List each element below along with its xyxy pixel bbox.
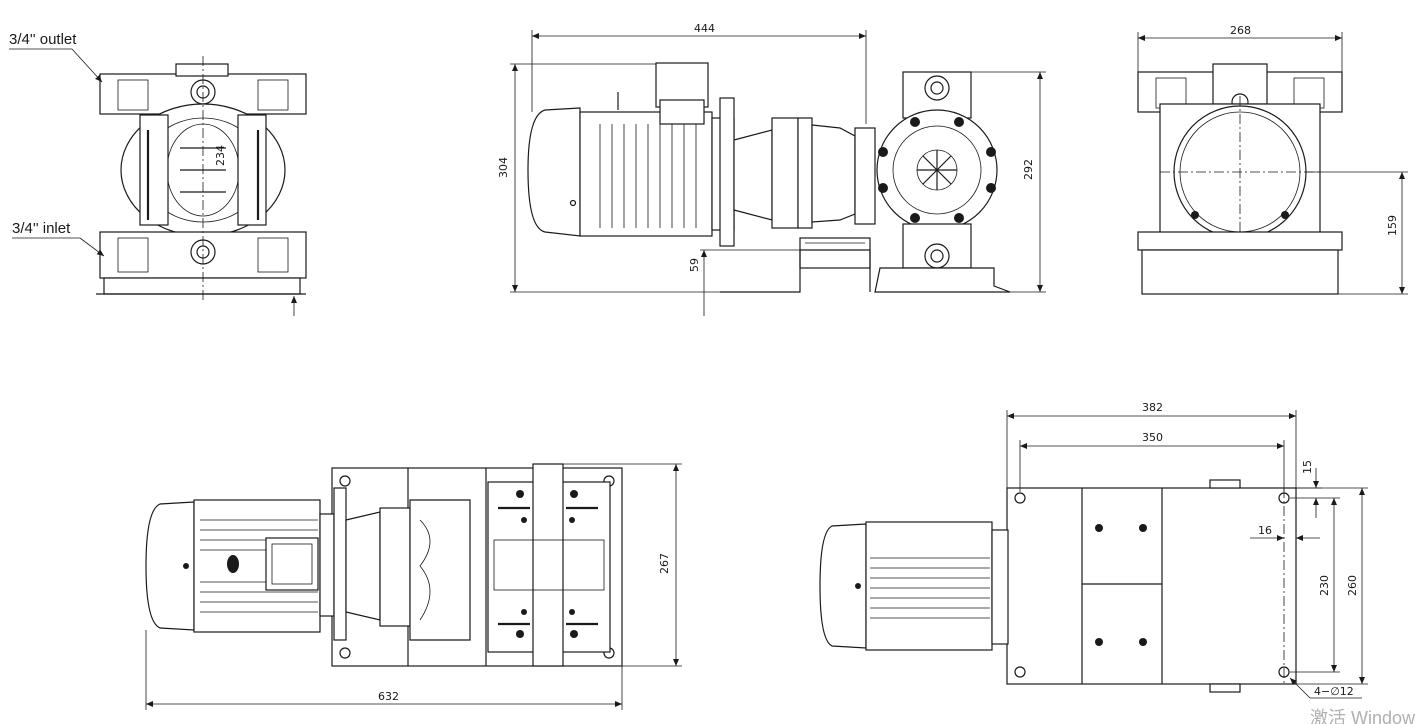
end-view: 268 159	[1137, 24, 1408, 295]
base-edge-offset-dim: 15	[1301, 460, 1314, 474]
side-view: 444 304 292 59	[497, 22, 1046, 316]
top-length-dim: 632	[378, 690, 399, 703]
mounting-holes-dim: 4−∅12	[1314, 685, 1354, 698]
base-view: 382 350 15 16 230 260 4−∅12	[819, 401, 1368, 699]
front-small-dim: 234	[214, 145, 227, 166]
front-view: 234 3/4'' outlet 3/4'' inlet	[9, 31, 307, 316]
side-base-dim: 59	[688, 258, 701, 272]
inlet-label: 3/4'' inlet	[12, 220, 71, 237]
end-width-dim: 268	[1230, 24, 1251, 37]
top-view: 632 267	[145, 463, 682, 710]
mounting-hole-icon	[1014, 492, 1290, 678]
side-length-dim: 444	[694, 22, 715, 35]
outlet-label: 3/4'' outlet	[9, 31, 77, 48]
base-width-holes-dim: 230	[1318, 575, 1331, 596]
base-length-holes-dim: 350	[1142, 431, 1163, 444]
end-shaft-height-dim: 159	[1386, 215, 1399, 236]
base-width-outer-dim: 260	[1346, 575, 1359, 596]
base-side-offset-dim: 16	[1258, 524, 1272, 537]
watermark-text: 激活 Window	[1310, 708, 1416, 724]
base-length-outer-dim: 382	[1142, 401, 1163, 414]
side-height-dim: 304	[497, 157, 510, 178]
top-width-dim: 267	[658, 553, 671, 574]
side-pump-height-dim: 292	[1022, 159, 1035, 180]
